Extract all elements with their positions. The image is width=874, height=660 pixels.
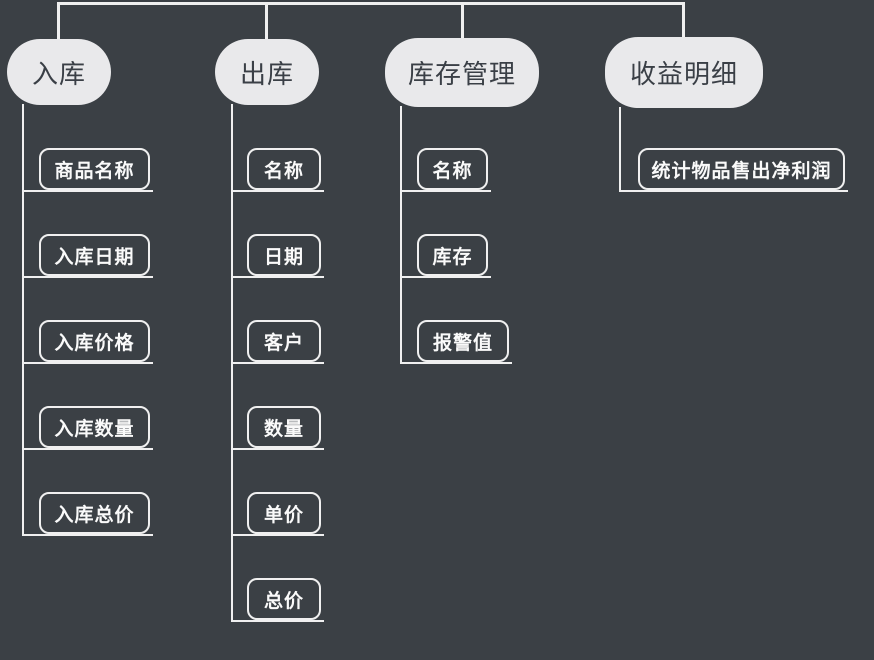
child-underline	[231, 448, 324, 450]
child-underline	[231, 276, 324, 278]
child-topic-alert-value[interactable]: 报警值	[417, 320, 509, 362]
child-label: 数量	[263, 418, 304, 440]
child-topic-outbound-quantity[interactable]: 数量	[247, 406, 321, 448]
branch-node-outbound[interactable]: 出库	[215, 39, 319, 105]
branch-drop-line-profit	[682, 2, 685, 38]
branch-drop-line-inventory	[461, 2, 464, 39]
branch-trunk-line-profit	[619, 107, 621, 192]
child-underline	[22, 448, 153, 450]
child-label: 入库数量	[54, 418, 135, 440]
child-label: 总价	[263, 590, 304, 612]
branch-label: 出库	[239, 58, 294, 89]
child-underline	[22, 276, 153, 278]
child-label: 名称	[432, 160, 473, 182]
branch-label: 收益明细	[629, 59, 738, 89]
child-topic-customer[interactable]: 客户	[247, 320, 321, 362]
child-label: 单价	[263, 504, 304, 526]
child-underline	[231, 190, 324, 192]
child-underline	[231, 362, 324, 364]
child-label: 库存	[432, 246, 473, 268]
child-topic-inbound-total[interactable]: 入库总价	[39, 492, 150, 534]
branch-trunk-line-inbound	[22, 104, 24, 536]
branch-node-inbound[interactable]: 入库	[7, 39, 111, 105]
child-underline	[231, 620, 324, 622]
child-topic-inbound-quantity[interactable]: 入库数量	[39, 406, 150, 448]
child-label: 入库价格	[54, 332, 135, 354]
child-label: 统计物品售出净利润	[651, 160, 832, 182]
child-underline	[22, 534, 153, 536]
child-topic-net-profit-summary[interactable]: 统计物品售出净利润	[638, 148, 845, 190]
child-label: 报警值	[432, 332, 493, 354]
branch-drop-line-inbound	[57, 2, 60, 40]
child-label: 客户	[263, 332, 304, 354]
child-label: 入库日期	[54, 246, 135, 268]
child-topic-product-name[interactable]: 商品名称	[39, 148, 150, 190]
branch-drop-line-outbound	[265, 2, 268, 40]
child-topic-inbound-price[interactable]: 入库价格	[39, 320, 150, 362]
child-topic-stock-level[interactable]: 库存	[417, 234, 488, 276]
root-connector-line	[57, 2, 685, 5]
child-underline	[22, 190, 153, 192]
branch-label: 入库	[31, 58, 86, 89]
child-underline	[400, 190, 491, 192]
child-label: 商品名称	[54, 160, 135, 182]
child-underline	[619, 190, 848, 192]
child-topic-inbound-date[interactable]: 入库日期	[39, 234, 150, 276]
child-label: 日期	[263, 246, 304, 268]
child-underline	[400, 276, 491, 278]
child-label: 入库总价	[54, 504, 135, 526]
child-topic-unit-price[interactable]: 单价	[247, 492, 321, 534]
branch-node-profit-details[interactable]: 收益明细	[605, 37, 763, 108]
child-underline	[400, 362, 512, 364]
child-topic-outbound-date[interactable]: 日期	[247, 234, 321, 276]
child-topic-outbound-name[interactable]: 名称	[247, 148, 321, 190]
child-underline	[231, 534, 324, 536]
branch-trunk-line-inventory	[400, 106, 402, 364]
child-underline	[22, 362, 153, 364]
child-label: 名称	[263, 160, 304, 182]
branch-node-inventory-management[interactable]: 库存管理	[385, 38, 539, 107]
child-topic-total-price[interactable]: 总价	[247, 578, 321, 620]
child-topic-stock-name[interactable]: 名称	[417, 148, 488, 190]
branch-label: 库存管理	[407, 59, 516, 89]
